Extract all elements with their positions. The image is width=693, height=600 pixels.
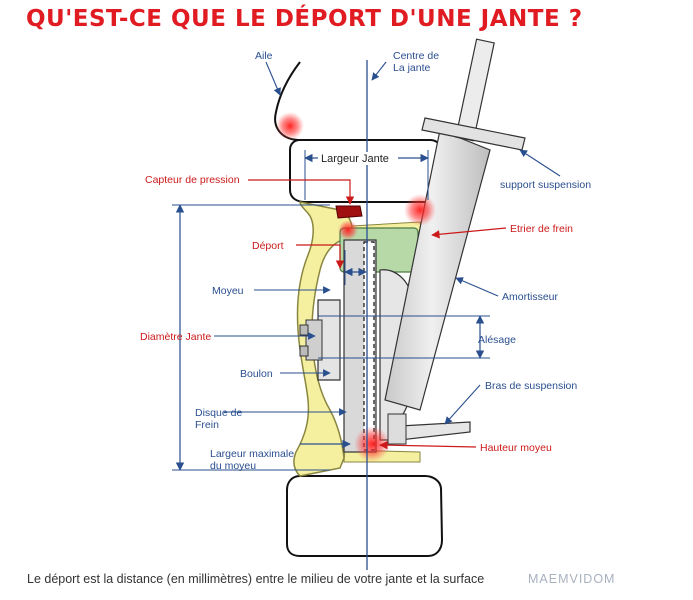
rim [293, 201, 353, 477]
pressure-sensor [335, 205, 363, 219]
label-diametre: Diamètre Jante [140, 331, 211, 343]
rim-highlight [338, 220, 358, 240]
label-centre-1: Centre de [393, 50, 439, 62]
label-deport: Déport [252, 240, 284, 252]
label-centre-2: La jante [393, 62, 431, 74]
label-moyeu: Moyeu [212, 285, 244, 297]
label-alesage: Alésage [478, 334, 516, 346]
fender-highlight [276, 112, 304, 140]
suspension-arm [399, 421, 471, 441]
tyre-bottom [286, 475, 444, 557]
label-aile: Aile [255, 50, 273, 62]
shock-highlight [404, 194, 436, 226]
label-boulon: Boulon [240, 368, 273, 380]
watermark: MAEMVIDOM [528, 572, 616, 586]
label-etrier: Etrier de frein [510, 223, 573, 235]
caption: Le déport est la distance (en millimètre… [27, 572, 485, 586]
label-largeur-max-2: du moyeu [210, 460, 256, 472]
label-largeur-jante: Largeur Jante [321, 153, 389, 165]
label-support: support suspension [500, 179, 591, 191]
label-largeur-max-1: Largeur maximale [210, 448, 294, 460]
label-capteur: Capteur de pression [145, 174, 240, 186]
wheel-bolt [299, 324, 309, 336]
shock-absorber [384, 129, 491, 411]
label-amortisseur: Amortisseur [502, 291, 559, 303]
hub-height-highlight [354, 426, 390, 462]
ball-joint [387, 413, 407, 445]
label-disque-1: Disque de [195, 407, 242, 419]
wheel-bolt-2 [299, 345, 309, 357]
label-disque-2: Frein [195, 419, 219, 431]
hub-cap [305, 319, 323, 361]
label-bras: Bras de suspension [485, 380, 577, 392]
brake-disc-vent [363, 241, 375, 451]
page-title: QU'EST-CE QUE LE DÉPORT D'UNE JANTE ? [26, 6, 583, 32]
label-hauteur: Hauteur moyeu [480, 442, 552, 454]
